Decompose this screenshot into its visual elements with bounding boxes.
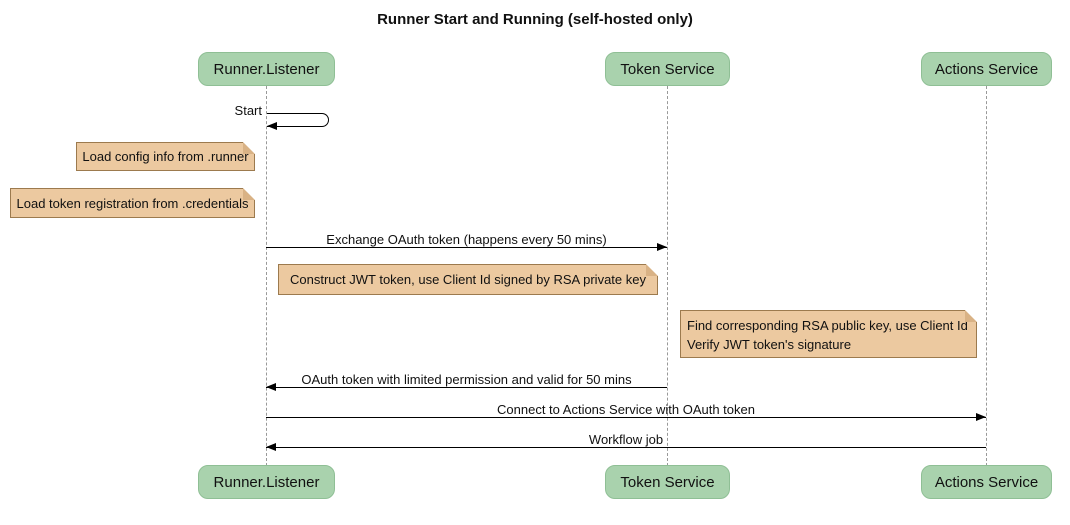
participant-actions-service-bottom: Actions Service bbox=[921, 465, 1052, 499]
self-message-loop bbox=[267, 113, 329, 127]
participant-runner-listener-top: Runner.Listener bbox=[198, 52, 335, 86]
note-construct-jwt: Construct JWT token, use Client Id signe… bbox=[278, 264, 658, 295]
arrowhead-left-icon bbox=[267, 122, 277, 130]
lifeline-runner-listener bbox=[266, 86, 267, 466]
note-load-config: Load config info from .runner bbox=[76, 142, 255, 171]
arrowhead-left-icon bbox=[266, 383, 276, 391]
note-find-rsa-line2: Verify JWT token's signature bbox=[687, 337, 852, 352]
message-label-workflow-job: Workflow job bbox=[588, 432, 664, 447]
message-label-exchange-oauth: Exchange OAuth token (happens every 50 m… bbox=[326, 232, 607, 247]
note-load-token-registration: Load token registration from .credential… bbox=[10, 188, 255, 218]
note-find-rsa: Find corresponding RSA public key, use C… bbox=[680, 310, 977, 358]
arrowhead-right-icon bbox=[976, 413, 986, 421]
lifeline-actions-service bbox=[986, 86, 987, 466]
participant-token-service-bottom: Token Service bbox=[605, 465, 730, 499]
message-line-connect bbox=[266, 417, 986, 418]
message-label-connect: Connect to Actions Service with OAuth to… bbox=[497, 402, 755, 417]
participant-token-service-top: Token Service bbox=[605, 52, 730, 86]
message-label-oauth-return: OAuth token with limited permission and … bbox=[301, 372, 632, 387]
lifeline-token-service bbox=[667, 86, 668, 466]
diagram-title: Runner Start and Running (self-hosted on… bbox=[377, 11, 693, 28]
participant-actions-service-top: Actions Service bbox=[921, 52, 1052, 86]
arrowhead-left-icon bbox=[266, 443, 276, 451]
participant-runner-listener-bottom: Runner.Listener bbox=[198, 465, 335, 499]
message-line-exchange-oauth bbox=[266, 247, 667, 248]
message-line-workflow-job bbox=[266, 447, 986, 448]
note-find-rsa-line1: Find corresponding RSA public key, use C… bbox=[687, 318, 968, 333]
message-label-start: Start bbox=[234, 103, 262, 118]
message-line-oauth-return bbox=[266, 387, 667, 388]
arrowhead-right-icon bbox=[657, 243, 667, 251]
